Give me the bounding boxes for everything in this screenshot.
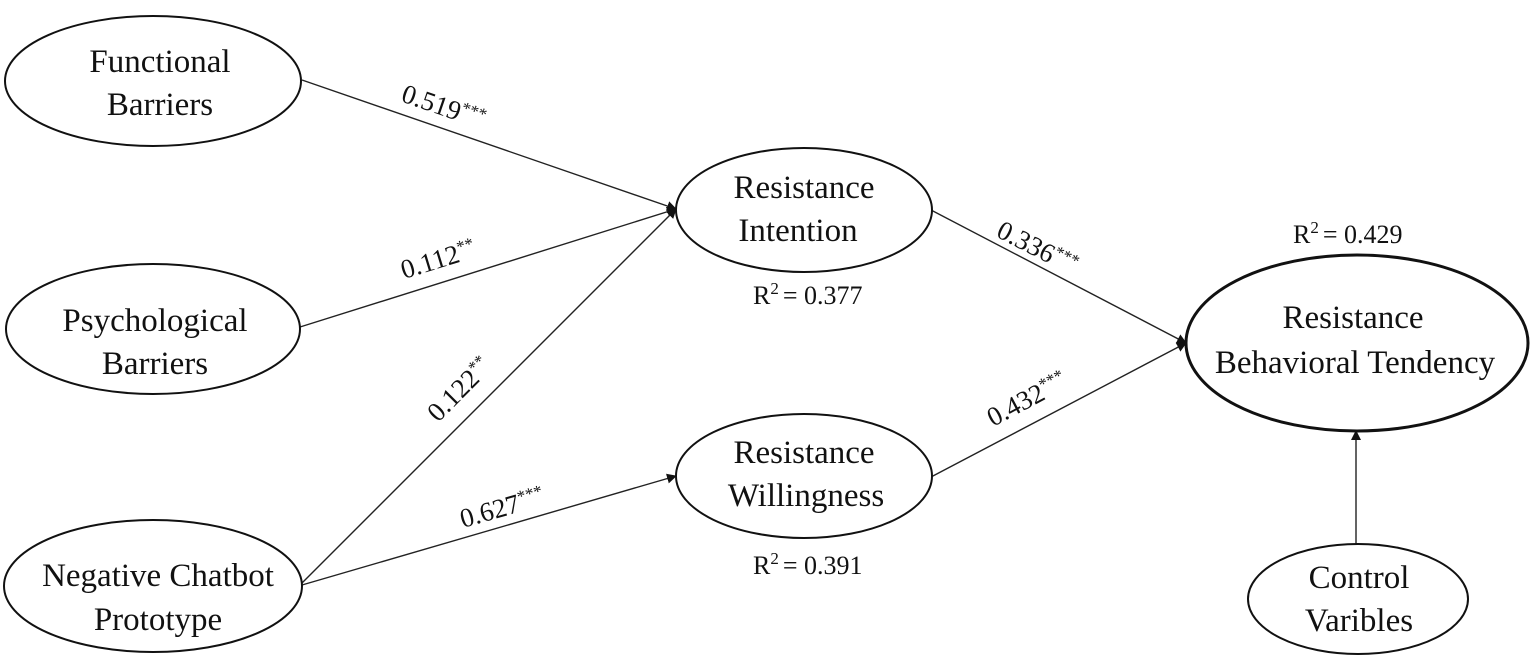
coef-prototype-to-willingness: 0.627***: [456, 481, 547, 534]
path-willingness-to-tendency: [930, 342, 1187, 478]
node-label: Negative Chatbot: [42, 558, 274, 594]
node-label: Behavioral Tendency: [1215, 345, 1496, 381]
coef-willingness-to-tendency: 0.432***: [982, 365, 1072, 432]
node-psychological-barriers: Psychological Barriers: [5, 263, 301, 395]
node-label: Prototype: [94, 602, 222, 638]
node-label: Barriers: [107, 87, 213, 123]
node-negative-chatbot-prototype: Negative Chatbot Prototype: [3, 519, 303, 653]
coef-psychological-to-intention: 0.112**: [397, 234, 479, 285]
coef-prototype-to-intention: 0.122**: [421, 351, 497, 427]
r-squared-tendency: R2= 0.429: [1293, 218, 1403, 249]
node-resistance-intention: Resistance Intention: [675, 147, 933, 273]
node-label: Resistance: [733, 170, 874, 206]
node-functional-barriers: Functional Barriers: [4, 15, 302, 147]
r-squared-intention: R2= 0.377: [753, 279, 863, 310]
r-squared-labels: R2= 0.377 R2= 0.391 R2= 0.429: [753, 218, 1403, 580]
node-label: Functional: [89, 44, 230, 80]
r-squared-willingness: R2= 0.391: [753, 549, 863, 580]
node-label: Intention: [738, 213, 857, 249]
node-label: Barriers: [102, 346, 208, 382]
node-resistance-behavioral-tendency: Resistance Behavioral Tendency: [1184, 253, 1530, 433]
paths: [299, 79, 1361, 586]
coef-functional-to-intention: 0.519***: [398, 78, 489, 134]
path-functional-to-intention: [301, 79, 677, 211]
node-label: Varibles: [1305, 603, 1413, 639]
node-label: Willingness: [728, 478, 884, 514]
node-resistance-willingness: Resistance Willingness: [675, 413, 933, 539]
path-intention-to-tendency: [930, 209, 1187, 344]
path-prototype-to-intention: [299, 208, 677, 586]
node-label: Resistance: [733, 435, 874, 471]
node-label: Control: [1309, 560, 1410, 596]
path-prototype-to-willingness: [301, 473, 677, 586]
node-label: Psychological: [62, 303, 247, 339]
node-label: Resistance: [1282, 300, 1423, 336]
coef-intention-to-tendency: 0.336***: [992, 215, 1082, 281]
path-psychological-to-intention: [299, 206, 677, 328]
node-control-variables: Control Varibles: [1247, 543, 1469, 655]
